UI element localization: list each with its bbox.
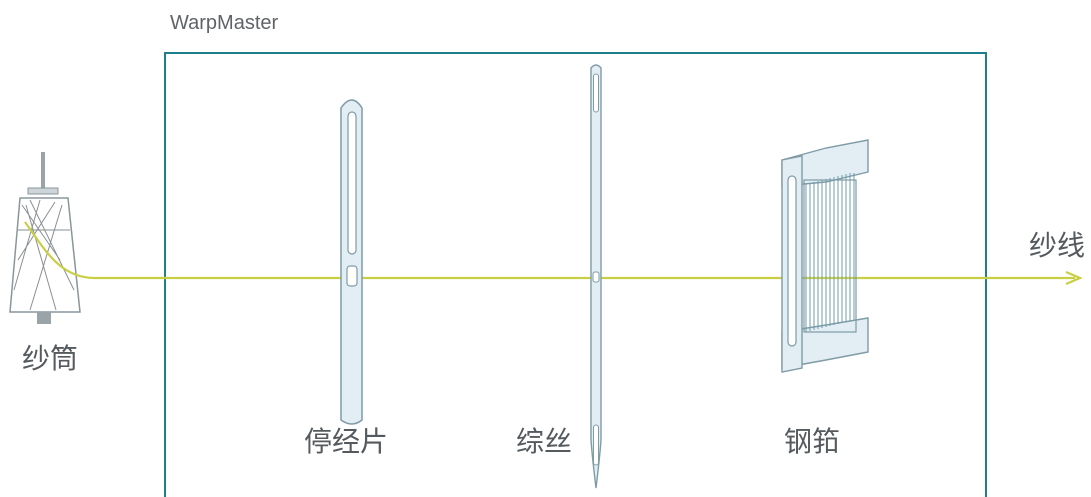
drop-wire — [340, 99, 363, 425]
label-reed: 钢筘 — [784, 425, 841, 458]
reed — [781, 139, 869, 373]
label-drop-wire: 停经片 — [304, 425, 389, 458]
heddle — [590, 64, 602, 489]
yarn-path — [24, 221, 1075, 280]
label-bobbin: 纱筒 — [22, 342, 79, 375]
machine-frame — [164, 52, 987, 497]
label-heddle: 综丝 — [516, 425, 573, 458]
label-yarn: 纱线 — [1029, 229, 1086, 262]
yarn-arrow-icon — [1065, 270, 1083, 286]
bobbin — [9, 152, 81, 324]
diagram-title: WarpMaster — [170, 12, 279, 34]
